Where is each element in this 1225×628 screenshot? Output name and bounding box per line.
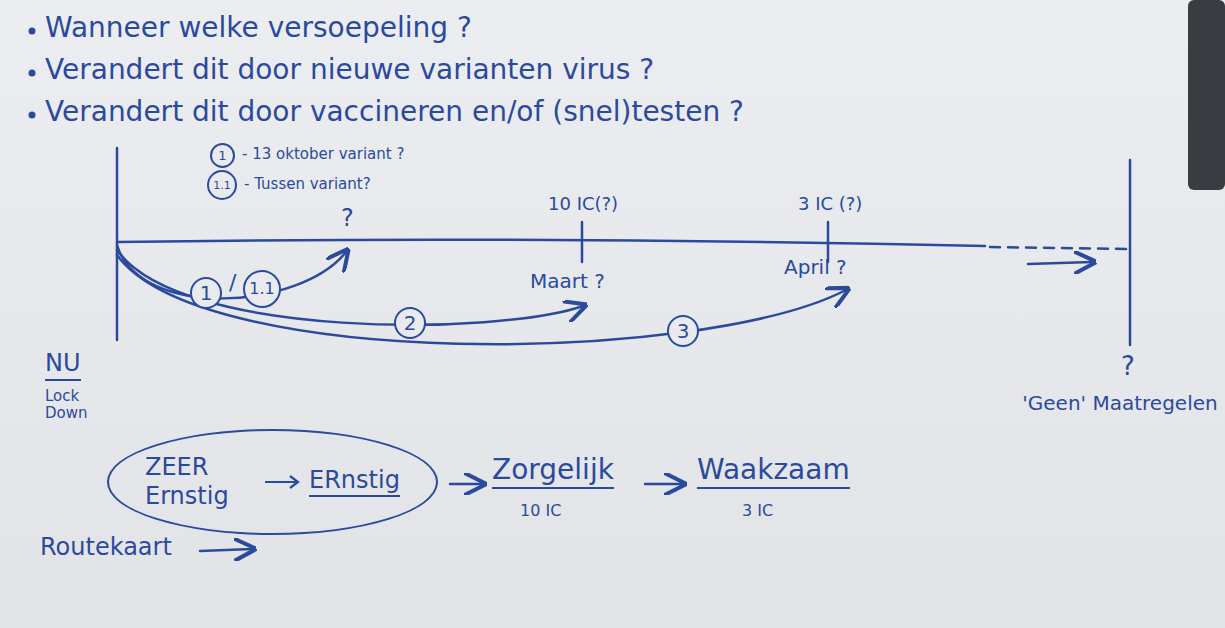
tick xyxy=(581,222,584,262)
timeline-dashed xyxy=(990,247,1128,249)
callout-text: 1.1 xyxy=(249,281,274,297)
arrow xyxy=(200,549,252,551)
ic-threshold: 10 IC(?) xyxy=(548,194,618,215)
variant-note: - Tussen variant? xyxy=(244,176,371,193)
lockdown-label: Lock Down xyxy=(45,388,105,423)
end-label: 'Geen' Maatregelen xyxy=(1020,392,1220,415)
callout-number: 3 xyxy=(667,315,699,347)
bullet xyxy=(29,28,36,35)
month-label: Maart ? xyxy=(530,270,605,293)
now-label: NU xyxy=(45,350,81,381)
question-line: Verandert dit door nieuwe varianten viru… xyxy=(45,54,654,86)
callout-text: 1.1 xyxy=(213,180,231,191)
phase-label: ZEER Ernstig xyxy=(145,453,257,511)
arrow xyxy=(263,472,303,492)
ic-threshold: 3 IC xyxy=(742,502,773,520)
callout-number: 1 xyxy=(210,143,235,168)
callout-number: 1.1 xyxy=(207,170,237,200)
arrow xyxy=(450,483,482,486)
callout-number: 1 xyxy=(190,277,222,309)
callout-text: 1 xyxy=(218,149,226,162)
end-line xyxy=(1129,160,1132,345)
callout-text: 2 xyxy=(404,313,417,333)
question-line: Wanneer welke versoepeling ? xyxy=(45,12,472,44)
callout-number: 2 xyxy=(394,307,426,339)
arc xyxy=(117,245,346,298)
phase-group: ZEER Ernstig ERnstig xyxy=(107,429,438,535)
callout-number: 1.1 xyxy=(243,270,281,308)
question-mark: ? xyxy=(1121,352,1135,382)
arrow xyxy=(1028,262,1092,264)
phase-label: Zorgelijk xyxy=(492,454,614,489)
question-mark: ? xyxy=(341,205,354,233)
phase-label-underlined: ERnstig xyxy=(309,466,400,497)
separator: / xyxy=(229,270,236,295)
variant-note: - 13 oktober variant ? xyxy=(242,146,404,163)
month-label: April ? xyxy=(784,256,847,279)
callout-text: 3 xyxy=(677,321,690,341)
keyboard-edge xyxy=(1188,0,1225,190)
question-line: Verandert dit door vaccineren en/of (sne… xyxy=(45,96,744,128)
bullet xyxy=(29,70,36,77)
callout-text: 1 xyxy=(200,283,213,303)
arc xyxy=(117,250,583,325)
ic-threshold: 10 IC xyxy=(520,502,561,520)
route-label: Routekaart xyxy=(40,534,172,562)
ic-threshold: 3 IC (?) xyxy=(798,194,862,215)
bullet xyxy=(29,112,36,119)
timeline xyxy=(117,240,985,246)
phase-label: Waakzaam xyxy=(697,454,850,489)
arc xyxy=(117,255,846,344)
arrow xyxy=(645,483,682,486)
